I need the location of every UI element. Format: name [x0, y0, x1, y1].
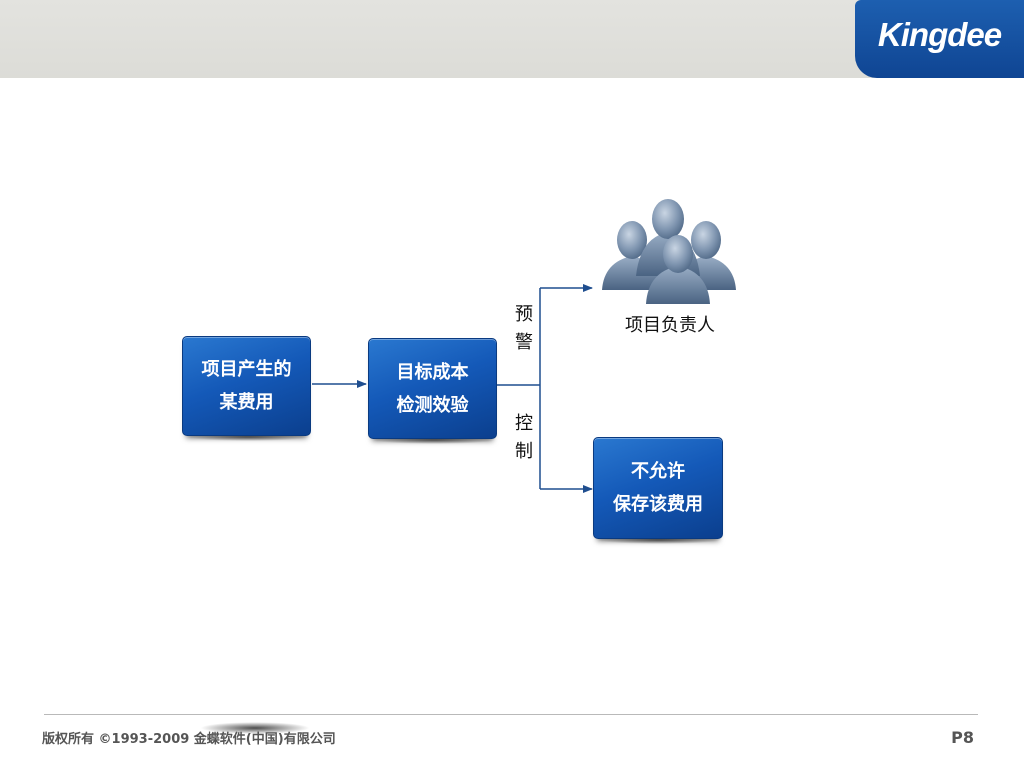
copyright-text: 版权所有 ©1993-2009 金蝶软件(中国)有限公司 — [42, 732, 336, 747]
box-shadow — [186, 433, 310, 441]
node-deny-save-line-2: 保存该费用 — [613, 494, 703, 515]
branch-label-control: 控 制 — [512, 410, 536, 466]
node-expense-line-1: 项目产生的 — [201, 359, 292, 380]
footer-divider — [44, 714, 978, 715]
box-shadow — [372, 436, 496, 444]
box-shadow — [597, 536, 721, 544]
branch-label-control-char-2: 制 — [515, 441, 533, 462]
people-group-icon — [602, 199, 736, 304]
node-cost-check-line-2: 检测效验 — [396, 394, 469, 416]
node-expense-line-2: 某费用 — [219, 392, 274, 413]
logo-text: Kingdee — [877, 16, 1002, 53]
kingdee-logo: Kingdee — [855, 0, 1024, 78]
footer-decoration — [200, 722, 310, 734]
node-deny-save: 不允许 保存该费用 — [593, 437, 723, 539]
branch-label-warning-char-2: 警 — [515, 332, 533, 353]
branch-label-control-char-1: 控 — [515, 413, 533, 434]
node-cost-check-line-1: 目标成本 — [396, 361, 469, 383]
branch-label-warning-char-1: 预 — [515, 304, 533, 325]
project-owner-label: 项目负责人 — [625, 315, 715, 336]
node-deny-save-line-1: 不允许 — [631, 461, 685, 482]
branch-label-warning: 预 警 — [512, 301, 536, 357]
header-band — [0, 0, 1024, 78]
page-number: P8 — [951, 728, 974, 747]
node-expense: 项目产生的 某费用 — [182, 336, 311, 436]
node-cost-check: 目标成本 检测效验 — [368, 338, 497, 439]
